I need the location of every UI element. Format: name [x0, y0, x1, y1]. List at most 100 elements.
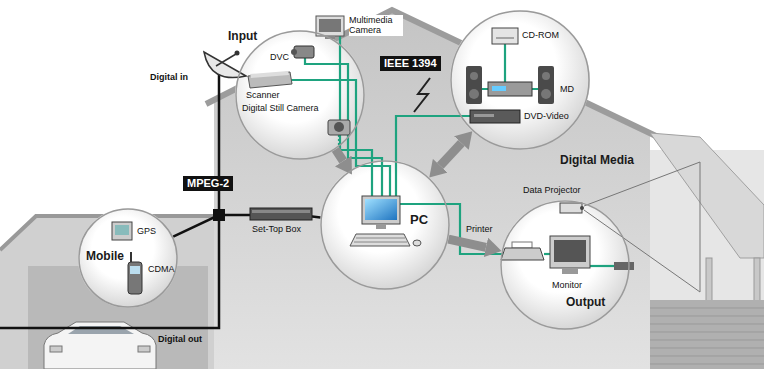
- circle-ground: [78, 208, 178, 308]
- media-devices: [492, 86, 506, 91]
- media-devices: [414, 28, 554, 123]
- group-outline: [451, 11, 589, 149]
- input-devices: [319, 19, 341, 32]
- group-outline: [501, 201, 629, 329]
- house: [214, 10, 650, 369]
- media-devices: [541, 89, 551, 99]
- circle-ground: [500, 200, 630, 330]
- set-top-box: [250, 208, 312, 220]
- pc-devices: [362, 196, 400, 224]
- group-heading: PC: [410, 213, 428, 228]
- signal-tag: IEEE 1394: [380, 56, 441, 71]
- media-devices: [466, 66, 482, 104]
- media-wire: [400, 204, 505, 254]
- media-devices: [469, 89, 479, 99]
- circle-ground: [320, 160, 450, 290]
- pc-devices: [365, 199, 397, 220]
- device-label: DVC: [270, 52, 289, 62]
- group-circle: Mobile: [78, 208, 178, 308]
- car: [50, 346, 62, 352]
- media-devices: [470, 110, 520, 123]
- group-heading: Output: [566, 296, 605, 310]
- media-wire: [544, 253, 550, 255]
- input-devices: [248, 16, 350, 135]
- device-label: Digital out: [158, 334, 202, 344]
- device-label: DVD-Video: [524, 111, 569, 121]
- signal-tag: MPEG-2: [183, 176, 233, 191]
- media-devices: [470, 72, 478, 80]
- device-label: CD-ROM: [522, 30, 559, 40]
- signal-wire: [0, 72, 219, 328]
- mobile-devices: [128, 262, 142, 294]
- group-outline: [321, 161, 449, 289]
- input-devices: [334, 122, 344, 132]
- media-devices: [538, 66, 554, 104]
- group-circle: PC: [320, 160, 450, 290]
- media-devices: [542, 72, 550, 80]
- house: [650, 308, 764, 364]
- house: [754, 258, 760, 302]
- circle-ground: [450, 10, 590, 150]
- group-heading: Digital Media: [560, 154, 634, 168]
- house: [206, 10, 764, 369]
- output-devices: [562, 268, 578, 274]
- device-label: Scanner: [246, 90, 280, 100]
- group-circle: Output: [500, 200, 630, 330]
- pc-devices: [413, 240, 421, 246]
- group-outline: [500, 200, 630, 330]
- signal-junction: [213, 209, 225, 221]
- pc-devices: [354, 238, 407, 242]
- projector-beam: [584, 162, 700, 292]
- mobile-devices: [112, 222, 132, 240]
- media-wire: [504, 44, 506, 82]
- group-circle: Digital Media: [450, 10, 590, 150]
- device-label: Digital in: [150, 72, 188, 82]
- device-label: CDMA: [148, 264, 175, 274]
- flow-arrow: [336, 149, 344, 161]
- group-heading: Input: [228, 30, 257, 44]
- media-wire: [396, 116, 470, 196]
- output-devices: [554, 240, 586, 262]
- group-outline: [450, 10, 590, 150]
- car: [138, 346, 150, 352]
- mobile-devices: [130, 252, 132, 262]
- media-devices: [474, 114, 494, 117]
- device-label: GPS: [137, 226, 156, 236]
- satellite-dish: [216, 54, 236, 66]
- set-top-box: [252, 210, 310, 213]
- device-label: Digital Still Camera: [242, 103, 319, 113]
- pc-devices: [350, 234, 410, 246]
- circle-ground: [78, 10, 630, 330]
- output-devices: [501, 248, 544, 260]
- device-label: Multimedia Camera: [349, 15, 403, 36]
- input-devices: [328, 120, 350, 135]
- group-outline: [79, 209, 177, 307]
- media-devices: [414, 78, 430, 112]
- flow-arrow: [440, 143, 461, 166]
- input-devices: [316, 16, 344, 36]
- device-label: MD: [560, 84, 574, 94]
- group-heading: Mobile: [86, 250, 124, 264]
- input-devices: [248, 72, 292, 88]
- media-devices: [496, 38, 514, 39]
- flow-arrow: [448, 239, 485, 247]
- satellite-dish: [235, 51, 240, 56]
- house: [650, 133, 764, 258]
- output-devices: [580, 206, 584, 210]
- output-devices: [614, 262, 634, 270]
- media-devices: [492, 28, 518, 44]
- device-label: Set-Top Box: [252, 224, 301, 234]
- device-label: Printer: [466, 224, 493, 234]
- group-outline: [320, 160, 450, 290]
- input-devices: [291, 49, 297, 55]
- house: [706, 258, 712, 302]
- signal-wire: [0, 72, 219, 328]
- output-devices: [501, 203, 634, 274]
- pc-devices: [376, 224, 386, 229]
- output-devices: [512, 242, 532, 248]
- device-label: Data Projector: [523, 185, 581, 195]
- mobile-devices: [115, 225, 129, 235]
- projector-beam: [584, 162, 700, 292]
- house: [650, 300, 764, 369]
